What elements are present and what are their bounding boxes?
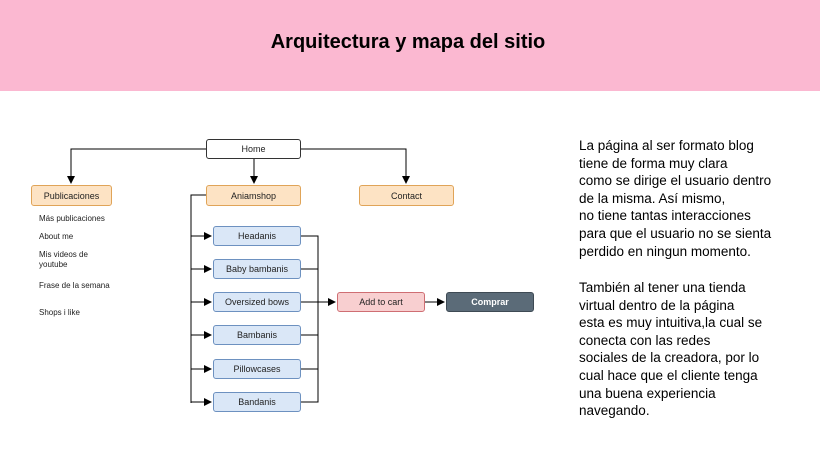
header-band — [0, 0, 820, 91]
publicaciones-item: About me — [39, 232, 74, 241]
shop-item-node: Headanis — [213, 226, 301, 246]
description-paragraph-2: También al tener una tienda virtual dent… — [579, 280, 763, 419]
shop-item-node: Oversized bows — [213, 292, 301, 312]
slide-title: Arquitectura y mapa del sitio — [270, 31, 546, 53]
shop-item-node: Bambanis — [213, 325, 301, 345]
shop-item-node: Pillowcases — [213, 359, 301, 379]
connector-shop-spine — [190, 194, 206, 403]
publicaciones-item: Mis videos de youtube — [39, 250, 88, 269]
comprar-node: Comprar — [446, 292, 534, 312]
description-paragraph-1: La página al ser formato blog tiene de f… — [579, 138, 772, 259]
connector-lines — [67, 148, 445, 406]
contact-node: Contact — [359, 185, 454, 206]
publicaciones-node: Publicaciones — [31, 185, 112, 206]
connector-home-right — [301, 148, 410, 184]
publicaciones-item: Más publicaciones — [39, 214, 105, 223]
add-to-cart-node: Add to cart — [337, 292, 425, 312]
connector-collector — [301, 235, 319, 403]
home-node: Home — [206, 139, 301, 159]
shop-item-node: Baby bambanis — [213, 259, 301, 279]
aniamshop-node: Aniamshop — [206, 185, 301, 206]
connector-home-left — [67, 148, 206, 184]
shop-item-node: Bandanis — [213, 392, 301, 412]
publicaciones-item: Frase de la semana — [39, 281, 110, 290]
publicaciones-item: Shops i like — [39, 308, 80, 317]
